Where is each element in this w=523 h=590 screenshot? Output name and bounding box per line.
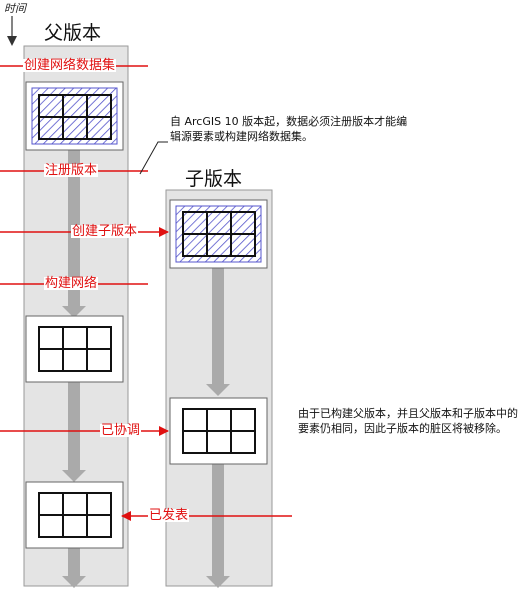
step-create-network: 创建网络数据集: [23, 58, 117, 73]
parent-dataset-posted: [25, 481, 124, 549]
step-build-network: 构建网络: [44, 276, 99, 291]
child-flow-arrow-2: [206, 464, 230, 588]
step-reconciled: 已协调: [100, 423, 142, 438]
step-posted: 已发表: [148, 508, 190, 523]
parent-version-title: 父版本: [44, 22, 102, 44]
time-axis-label: 时间: [4, 2, 26, 15]
register-version-note: 自 ArcGIS 10 版本起，数据必须注册版本才能编辑源要素或构建网络数据集。: [170, 115, 408, 143]
child-dataset-dirty: [169, 199, 268, 269]
child-dataset-reconciled: [169, 397, 268, 465]
step-create-child-version: 创建子版本: [71, 224, 139, 239]
parent-dataset-built: [25, 315, 124, 383]
child-flow-arrow-1: [206, 268, 230, 396]
reconcile-note: 由于已构建父版本，并且父版本和子版本中的要素仍相同，因此子版本的脏区将被移除。: [298, 407, 518, 435]
parent-dataset-dirty: [25, 81, 124, 151]
parent-flow-arrow-3: [62, 548, 86, 588]
time-arrow: [7, 16, 17, 46]
register-note-leader: [139, 141, 168, 175]
child-version-title: 子版本: [185, 168, 243, 190]
step-register-version: 注册版本: [44, 163, 99, 178]
parent-flow-arrow-2: [62, 382, 86, 482]
